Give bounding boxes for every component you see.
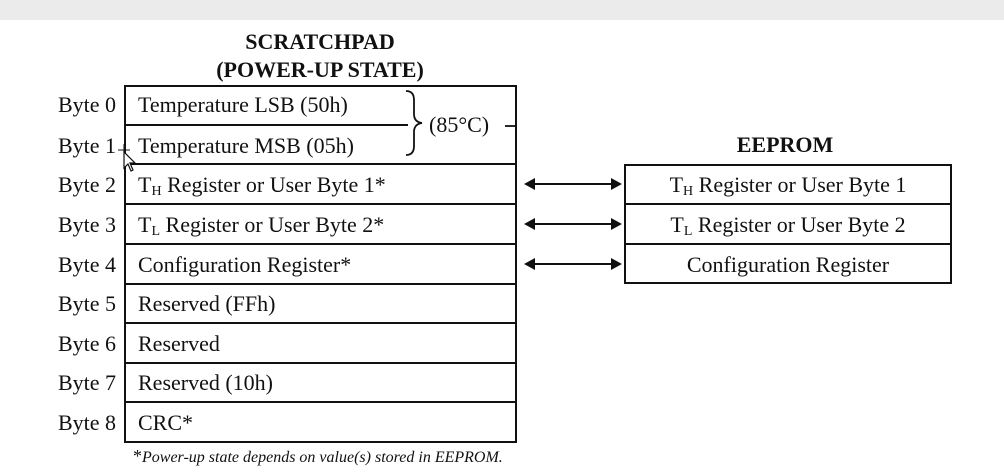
top-bar [0,0,1004,20]
double-arrow-icon [524,258,622,270]
scratchpad-subtitle: (POWER-UP STATE) [216,57,424,82]
row-divider [124,243,517,245]
double-arrow-icon [524,218,622,230]
scratchpad-table [124,85,517,443]
byte-1-cell: Temperature MSB (05h) [138,133,354,158]
byte-label-1: Byte 1 [57,133,116,158]
byte-label-2: Byte 2 [57,172,116,197]
byte-5-cell: Reserved (FFh) [138,291,276,316]
byte-8-cell: CRC* [138,410,194,435]
footnote: *Power-up state depends on value(s) stor… [133,446,503,468]
row-divider [124,163,517,165]
temperature-note: (85°C) [429,112,490,137]
scratchpad-title: SCRATCHPAD [245,29,395,54]
byte-2-cell: TH Register or User Byte 1* [138,172,386,205]
eeprom-row-1-prefix: T [670,212,684,237]
eeprom-row-1: TL Register or User Byte 2 [626,212,950,245]
byte-0-cell: Temperature LSB (50h) [138,92,348,117]
row-divider [124,401,517,403]
eeprom-row-0: TH Register or User Byte 1 [626,172,950,205]
temperature-divider [126,124,408,126]
temperature-brace [405,90,516,156]
byte-2-prefix: T [138,172,152,197]
mouse-cursor-icon [118,144,137,172]
eeprom-row-2: Configuration Register [686,252,890,277]
byte-3-prefix: T [138,212,152,237]
eeprom-row-0-text: Register or User Byte 1 [693,172,907,197]
footnote-star: * [133,446,142,466]
byte-label-7: Byte 7 [57,370,116,395]
byte-label-3: Byte 3 [57,212,116,237]
eeprom-row-0-subscript: H [683,184,694,199]
eeprom-table [624,164,952,284]
eeprom-row-1-text: Register or User Byte 2 [692,212,906,237]
byte-label-5: Byte 5 [57,291,116,316]
row-divider [124,362,517,364]
byte-3-text: Register or User Byte 2* [160,212,385,237]
byte-label-4: Byte 4 [57,252,116,277]
byte-2-text: Register or User Byte 1* [161,172,386,197]
row-divider [624,203,952,205]
row-divider [124,203,517,205]
byte-3-subscript: L [151,224,161,239]
byte-6-cell: Reserved [138,331,220,356]
byte-3-cell: TL Register or User Byte 2* [138,212,384,245]
byte-label-0: Byte 0 [57,92,116,117]
byte-2-subscript: H [151,184,162,199]
row-divider [124,322,517,324]
footnote-text: Power-up state depends on value(s) store… [142,449,503,466]
byte-4-cell: Configuration Register* [138,252,352,277]
row-divider [124,283,517,285]
byte-label-8: Byte 8 [57,410,116,435]
double-arrow-icon [524,178,622,190]
byte-label-6: Byte 6 [57,331,116,356]
eeprom-title: EEPROM [736,132,834,157]
row-divider [624,243,952,245]
byte-7-cell: Reserved (10h) [138,370,274,395]
eeprom-row-1-subscript: L [683,224,693,239]
eeprom-row-0-prefix: T [669,172,684,197]
